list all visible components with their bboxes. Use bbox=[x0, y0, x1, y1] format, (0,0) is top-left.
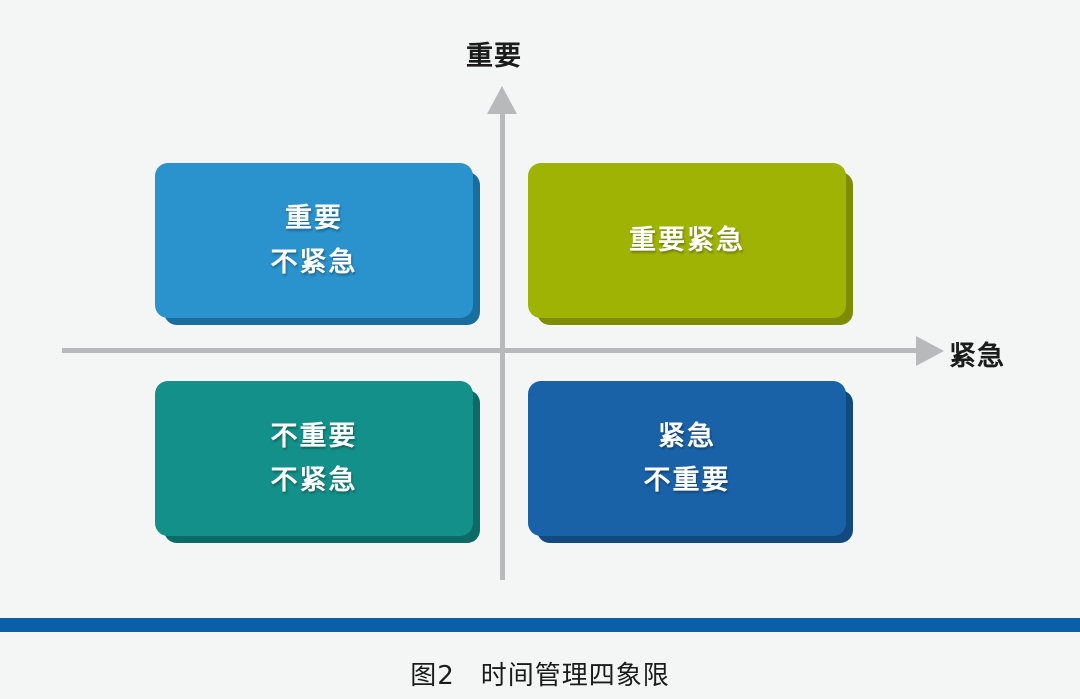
figure-number: 图2 bbox=[410, 661, 455, 691]
quadrant-body: 紧急 不重要 bbox=[528, 381, 846, 536]
quadrant-body: 重要紧急 bbox=[528, 163, 846, 318]
quadrant-not-important-not-urgent[interactable]: 不重要 不紧急 bbox=[155, 381, 480, 543]
horizontal-axis-line bbox=[62, 348, 924, 353]
quadrant-urgent-not-important[interactable]: 紧急 不重要 bbox=[528, 381, 853, 543]
arrow-up-icon bbox=[487, 86, 517, 114]
vertical-axis-label: 重要 bbox=[466, 41, 522, 72]
quadrant-label-line: 不重要 bbox=[270, 420, 358, 452]
bottom-divider-rule bbox=[0, 618, 1080, 632]
quadrant-important-not-urgent[interactable]: 重要 不紧急 bbox=[155, 163, 480, 325]
quadrant-body: 重要 不紧急 bbox=[155, 163, 473, 318]
quadrant-label-line: 重要紧急 bbox=[629, 224, 745, 256]
figure-canvas: 重要 紧急 重要 不紧急 重要紧急 不重要 不紧急 紧急 不重要 bbox=[62, 41, 1005, 580]
quadrant-important-urgent[interactable]: 重要紧急 bbox=[528, 163, 853, 325]
figure-caption: 图2 时间管理四象限 bbox=[0, 655, 1080, 692]
vertical-axis-line bbox=[500, 108, 505, 580]
quadrant-label-line: 紧急 bbox=[658, 420, 716, 452]
arrow-right-icon bbox=[916, 336, 944, 366]
quadrant-label-line: 不紧急 bbox=[270, 464, 358, 496]
horizontal-axis-label: 紧急 bbox=[949, 341, 1005, 372]
quadrant-label-line: 重要 bbox=[285, 202, 343, 234]
quadrant-body: 不重要 不紧急 bbox=[155, 381, 473, 536]
quadrant-label-line: 不紧急 bbox=[270, 246, 358, 278]
quadrant-label-line: 不重要 bbox=[643, 464, 731, 496]
figure-title: 时间管理四象限 bbox=[480, 661, 670, 691]
